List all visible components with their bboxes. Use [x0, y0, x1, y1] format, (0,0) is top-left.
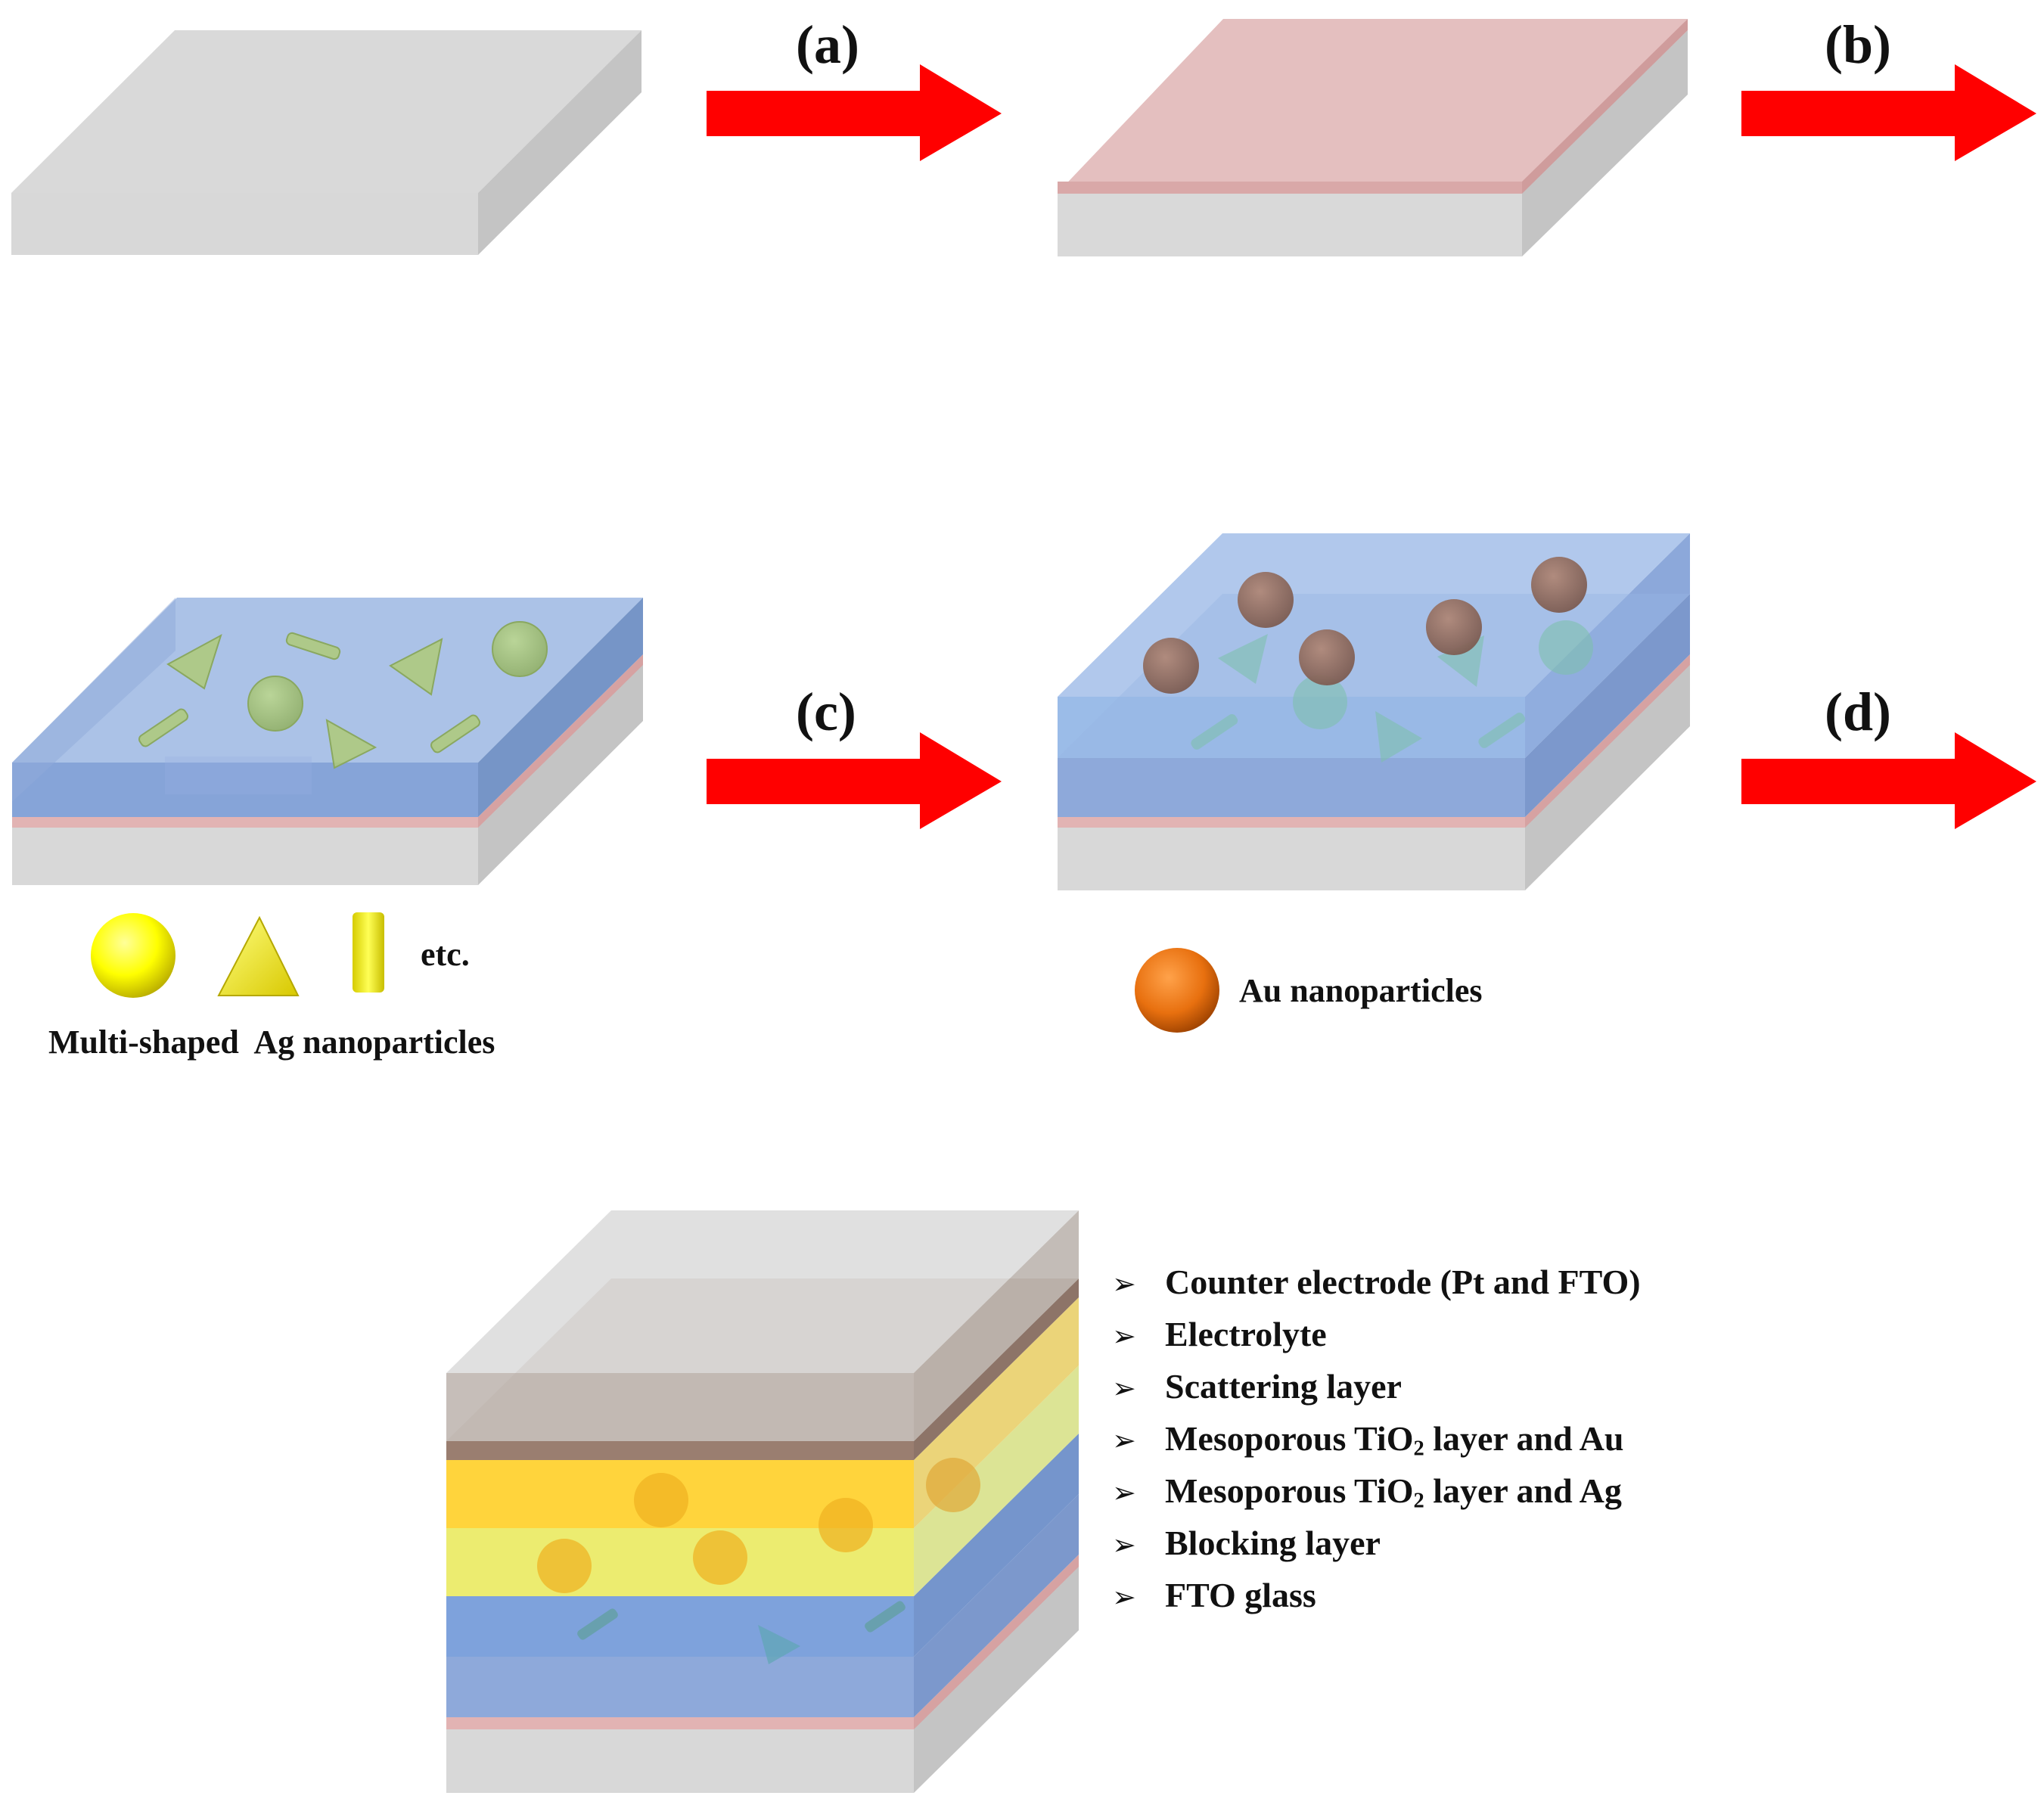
ag-rod-icon — [353, 912, 384, 993]
layer-name-text: Counter electrode (Pt and FTO) — [1165, 1263, 1641, 1301]
layer-name: Scattering layer — [1165, 1366, 1402, 1406]
step-label-b: (b) — [1825, 14, 1891, 75]
au-sphere-icon — [1135, 948, 1219, 1033]
embedded-ag-faded — [1191, 620, 1593, 763]
layer-name: Counter electrode (Pt and FTO) — [1165, 1262, 1641, 1302]
layer-legend-item: ➢ Blocking layer — [1112, 1523, 1641, 1575]
arrow-a — [707, 64, 1002, 161]
layer-name-text: FTO glass — [1165, 1576, 1316, 1614]
layer-name: Blocking layer — [1165, 1523, 1381, 1563]
layer-name-suffix: layer and Au — [1424, 1419, 1624, 1458]
ag-particles-embedded — [138, 621, 548, 769]
arrow-c — [707, 732, 1002, 829]
layer-legend: ➢ Counter electrode (Pt and FTO) ➢ Electrol… — [1112, 1262, 1641, 1627]
layer-legend-item: ➢ Scattering layer — [1112, 1366, 1641, 1418]
ag-triangle-icon — [217, 915, 300, 996]
layer-name: FTO glass — [1165, 1575, 1316, 1615]
layer-name: Mesoporous TiO2 layer and Au — [1165, 1418, 1623, 1461]
layer-name-text: Scattering layer — [1165, 1367, 1402, 1406]
au-caption: Au nanoparticles — [1239, 972, 1483, 1009]
layer-name-text: Mesoporous TiO — [1165, 1471, 1414, 1510]
arrow-bullet-icon: ➢ — [1112, 1580, 1136, 1614]
ag-shapes-legend — [91, 912, 384, 998]
arrow-bullet-icon: ➢ — [1112, 1476, 1136, 1509]
layer-name-text: Electrolyte — [1165, 1315, 1327, 1353]
step-label-c: (c) — [796, 682, 856, 742]
arrow-bullet-icon: ➢ — [1112, 1319, 1136, 1353]
stack-particles — [537, 1458, 980, 1664]
arrow-d — [1741, 732, 2036, 829]
dssc-device-stack — [446, 1210, 1079, 1793]
blocking-layer-slab — [1058, 19, 1688, 256]
arrow-bullet-icon: ➢ — [1112, 1528, 1136, 1561]
layer-legend-item: ➢ Mesoporous TiO2 layer and Ag — [1112, 1471, 1641, 1523]
layer-legend-item: ➢ Counter electrode (Pt and FTO) — [1112, 1262, 1641, 1314]
arrow-b — [1741, 64, 2036, 161]
layer-name-text: Mesoporous TiO — [1165, 1419, 1414, 1458]
ag-tio2-slab — [12, 598, 643, 885]
step-label-a: (a) — [796, 14, 859, 75]
ag-caption: Multi-shaped Ag nanoparticles — [48, 1024, 495, 1061]
arrow-bullet-icon: ➢ — [1112, 1267, 1136, 1300]
layer-name-subscript: 2 — [1413, 1437, 1424, 1461]
arrow-bullet-icon: ➢ — [1112, 1372, 1136, 1405]
layer-name: Electrolyte — [1165, 1314, 1327, 1354]
layer-name: Mesoporous TiO2 layer and Ag — [1165, 1471, 1622, 1513]
ag-etc-label: etc. — [421, 936, 470, 973]
step-label-d: (d) — [1825, 682, 1891, 742]
layer-legend-item: ➢ FTO glass — [1112, 1575, 1641, 1627]
ag-sphere-icon — [91, 913, 176, 998]
layer-legend-item: ➢ Electrolyte — [1112, 1314, 1641, 1366]
fto-glass-slab — [11, 30, 641, 255]
layer-legend-item: ➢ Mesoporous TiO2 layer and Au — [1112, 1418, 1641, 1471]
au-ag-tio2-slab — [1058, 533, 1690, 890]
au-particles-embedded — [1143, 557, 1587, 694]
layer-name-subscript: 2 — [1413, 1489, 1424, 1513]
layer-name-text: Blocking layer — [1165, 1524, 1381, 1562]
arrow-bullet-icon: ➢ — [1112, 1424, 1136, 1457]
layer-name-suffix: layer and Ag — [1424, 1471, 1622, 1510]
